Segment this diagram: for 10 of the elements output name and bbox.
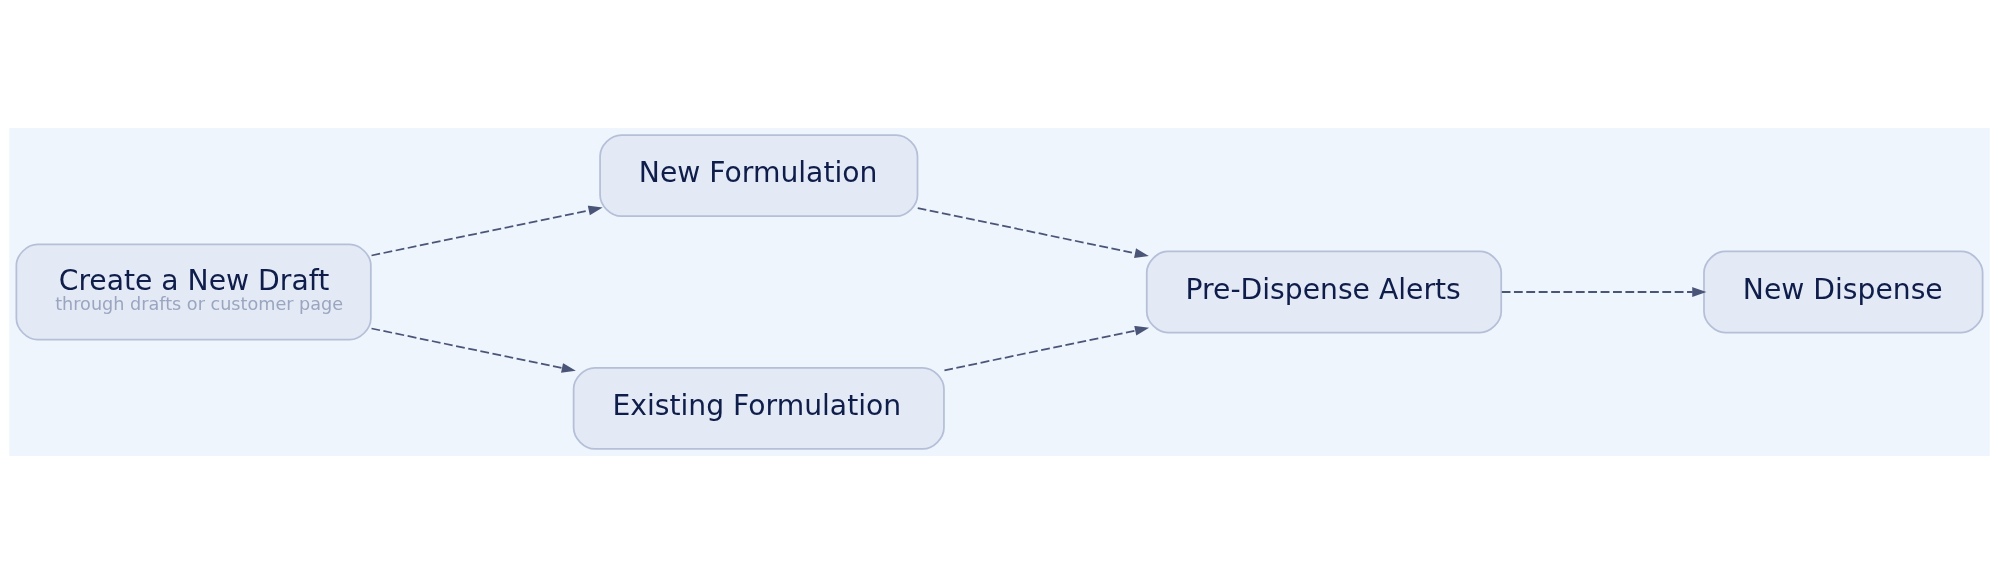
arrow [370, 205, 603, 257]
node-box: Existing Formulation [572, 366, 945, 450]
arrow [1500, 287, 1707, 297]
node-box: New Formulation [599, 134, 919, 218]
node-box: New Dispense [1703, 250, 1984, 334]
arrow [943, 325, 1150, 372]
arrow [916, 207, 1149, 259]
arrow [370, 327, 576, 373]
node-box: Pre-Dispense Alerts [1145, 250, 1503, 334]
node-box: Create a New Draft through drafts or customer page [15, 243, 372, 341]
